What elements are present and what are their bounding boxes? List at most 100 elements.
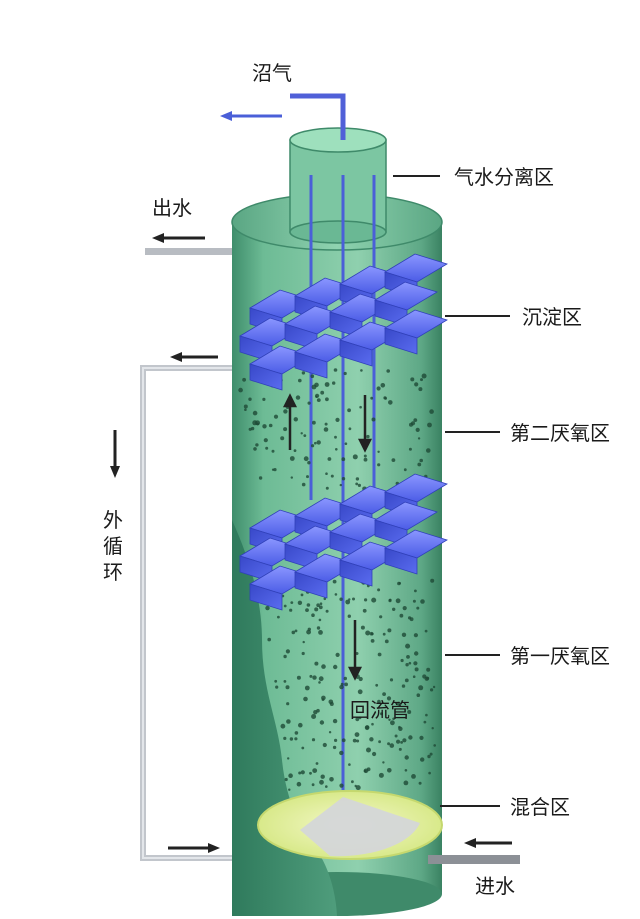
sludge-particle <box>298 722 303 728</box>
sludge-particle <box>426 667 431 672</box>
sludge-particle <box>348 763 351 766</box>
sludge-particle <box>339 597 343 601</box>
sludge-particle <box>287 757 290 760</box>
sludge-particle <box>344 682 348 687</box>
sludge-particle <box>410 377 415 382</box>
sludge-particle <box>414 382 419 387</box>
sludge-particle <box>341 477 346 481</box>
sludge-particle <box>382 632 386 636</box>
influent-label: 进水 <box>475 874 515 898</box>
sludge-particle <box>377 652 382 657</box>
sludge-particle <box>332 718 338 724</box>
sludge-particle <box>429 409 434 414</box>
sludge-particle <box>289 737 294 741</box>
external-circulation-label-2: 循 <box>103 534 123 558</box>
sludge-particle <box>265 605 270 611</box>
sludge-particle <box>410 421 416 426</box>
sludge-particle <box>309 771 312 775</box>
sludge-particle <box>309 674 313 678</box>
sludge-particle <box>304 685 310 691</box>
sludge-particle <box>425 713 428 717</box>
sludge-particle <box>328 699 334 705</box>
external-arrows <box>110 111 512 853</box>
sludge-particle <box>377 699 381 704</box>
sludge-particle <box>319 720 325 725</box>
sludge-particle <box>334 593 338 596</box>
sludge-particle <box>383 396 387 400</box>
sludge-particle <box>312 675 317 680</box>
sludge-particle <box>280 723 286 729</box>
sludge-particle <box>290 476 293 479</box>
sludge-particle <box>419 458 424 463</box>
separator-plate-side <box>294 571 328 599</box>
sludge-particle <box>415 427 420 432</box>
sludge-particle <box>377 463 381 467</box>
sludge-particle <box>319 779 324 785</box>
sludge-particle <box>307 461 311 465</box>
mixing-zone-label: 混合区 <box>510 795 570 819</box>
sludge-particle <box>357 689 363 695</box>
sludge-particle <box>274 679 278 683</box>
sludge-particle <box>391 458 396 462</box>
sludge-particle <box>426 448 431 453</box>
sludge-particle <box>347 408 351 413</box>
sludge-particle <box>288 773 293 778</box>
influent-pipe <box>428 855 520 864</box>
sludge-particle <box>348 427 352 431</box>
sludge-particle <box>303 456 309 462</box>
separator-plate-side <box>249 583 283 611</box>
sludge-particle <box>332 579 337 584</box>
sludge-particle <box>250 426 255 431</box>
sludge-particle <box>372 751 377 757</box>
sludge-particle <box>329 777 334 782</box>
sludge-particle <box>277 615 280 619</box>
sludge-particle <box>290 601 294 604</box>
sludge-particle <box>318 618 322 622</box>
sludge-particle <box>291 630 296 635</box>
sludge-particle <box>334 738 338 743</box>
sludge-particle <box>311 714 317 719</box>
sludge-particle <box>404 678 409 683</box>
sludge-particle <box>396 701 401 706</box>
sludge-particle <box>359 405 362 409</box>
sludge-particle <box>313 710 318 715</box>
external-circulation-pipe <box>140 365 232 861</box>
sludge-particle <box>378 772 384 778</box>
sludge-particle <box>314 607 319 612</box>
sludge-particle <box>382 761 385 764</box>
sludge-particle <box>283 409 288 414</box>
sludge-particle <box>413 418 418 422</box>
sludge-particle <box>267 637 272 642</box>
sludge-particle <box>318 630 323 635</box>
sludge-particle <box>400 741 403 744</box>
sludge-particle <box>283 427 288 432</box>
sludge-particle <box>296 781 302 787</box>
sludge-particle <box>430 688 434 692</box>
sludge-particle <box>307 627 311 631</box>
sludge-particle <box>386 696 392 701</box>
sludge-particle <box>414 589 417 593</box>
sludge-particle <box>321 664 326 669</box>
sludge-particle <box>422 674 427 679</box>
sludge-particle <box>424 629 428 633</box>
second-anaerobic-zone-label: 第二厌氧区 <box>510 421 610 445</box>
sludge-particle <box>301 651 305 656</box>
sludge-particle <box>366 747 371 753</box>
sludge-particle <box>323 427 329 432</box>
sludge-particle <box>363 454 367 458</box>
sludge-particle <box>380 712 383 716</box>
sludge-particle <box>363 457 368 462</box>
sludge-particle <box>341 738 346 743</box>
sludge-particle <box>389 678 394 682</box>
sludge-particle <box>358 676 363 682</box>
sludge-particle <box>400 658 404 663</box>
sludge-particle <box>411 774 416 779</box>
external-circulation-label-3: 环 <box>103 560 123 584</box>
sludge-particle <box>414 667 419 672</box>
sludge-particle <box>294 629 298 633</box>
sludge-particle <box>324 382 330 387</box>
sludge-particle <box>352 597 355 601</box>
sludge-particle <box>243 404 248 409</box>
sludge-particle <box>268 423 273 428</box>
sludge-particle <box>258 476 263 480</box>
